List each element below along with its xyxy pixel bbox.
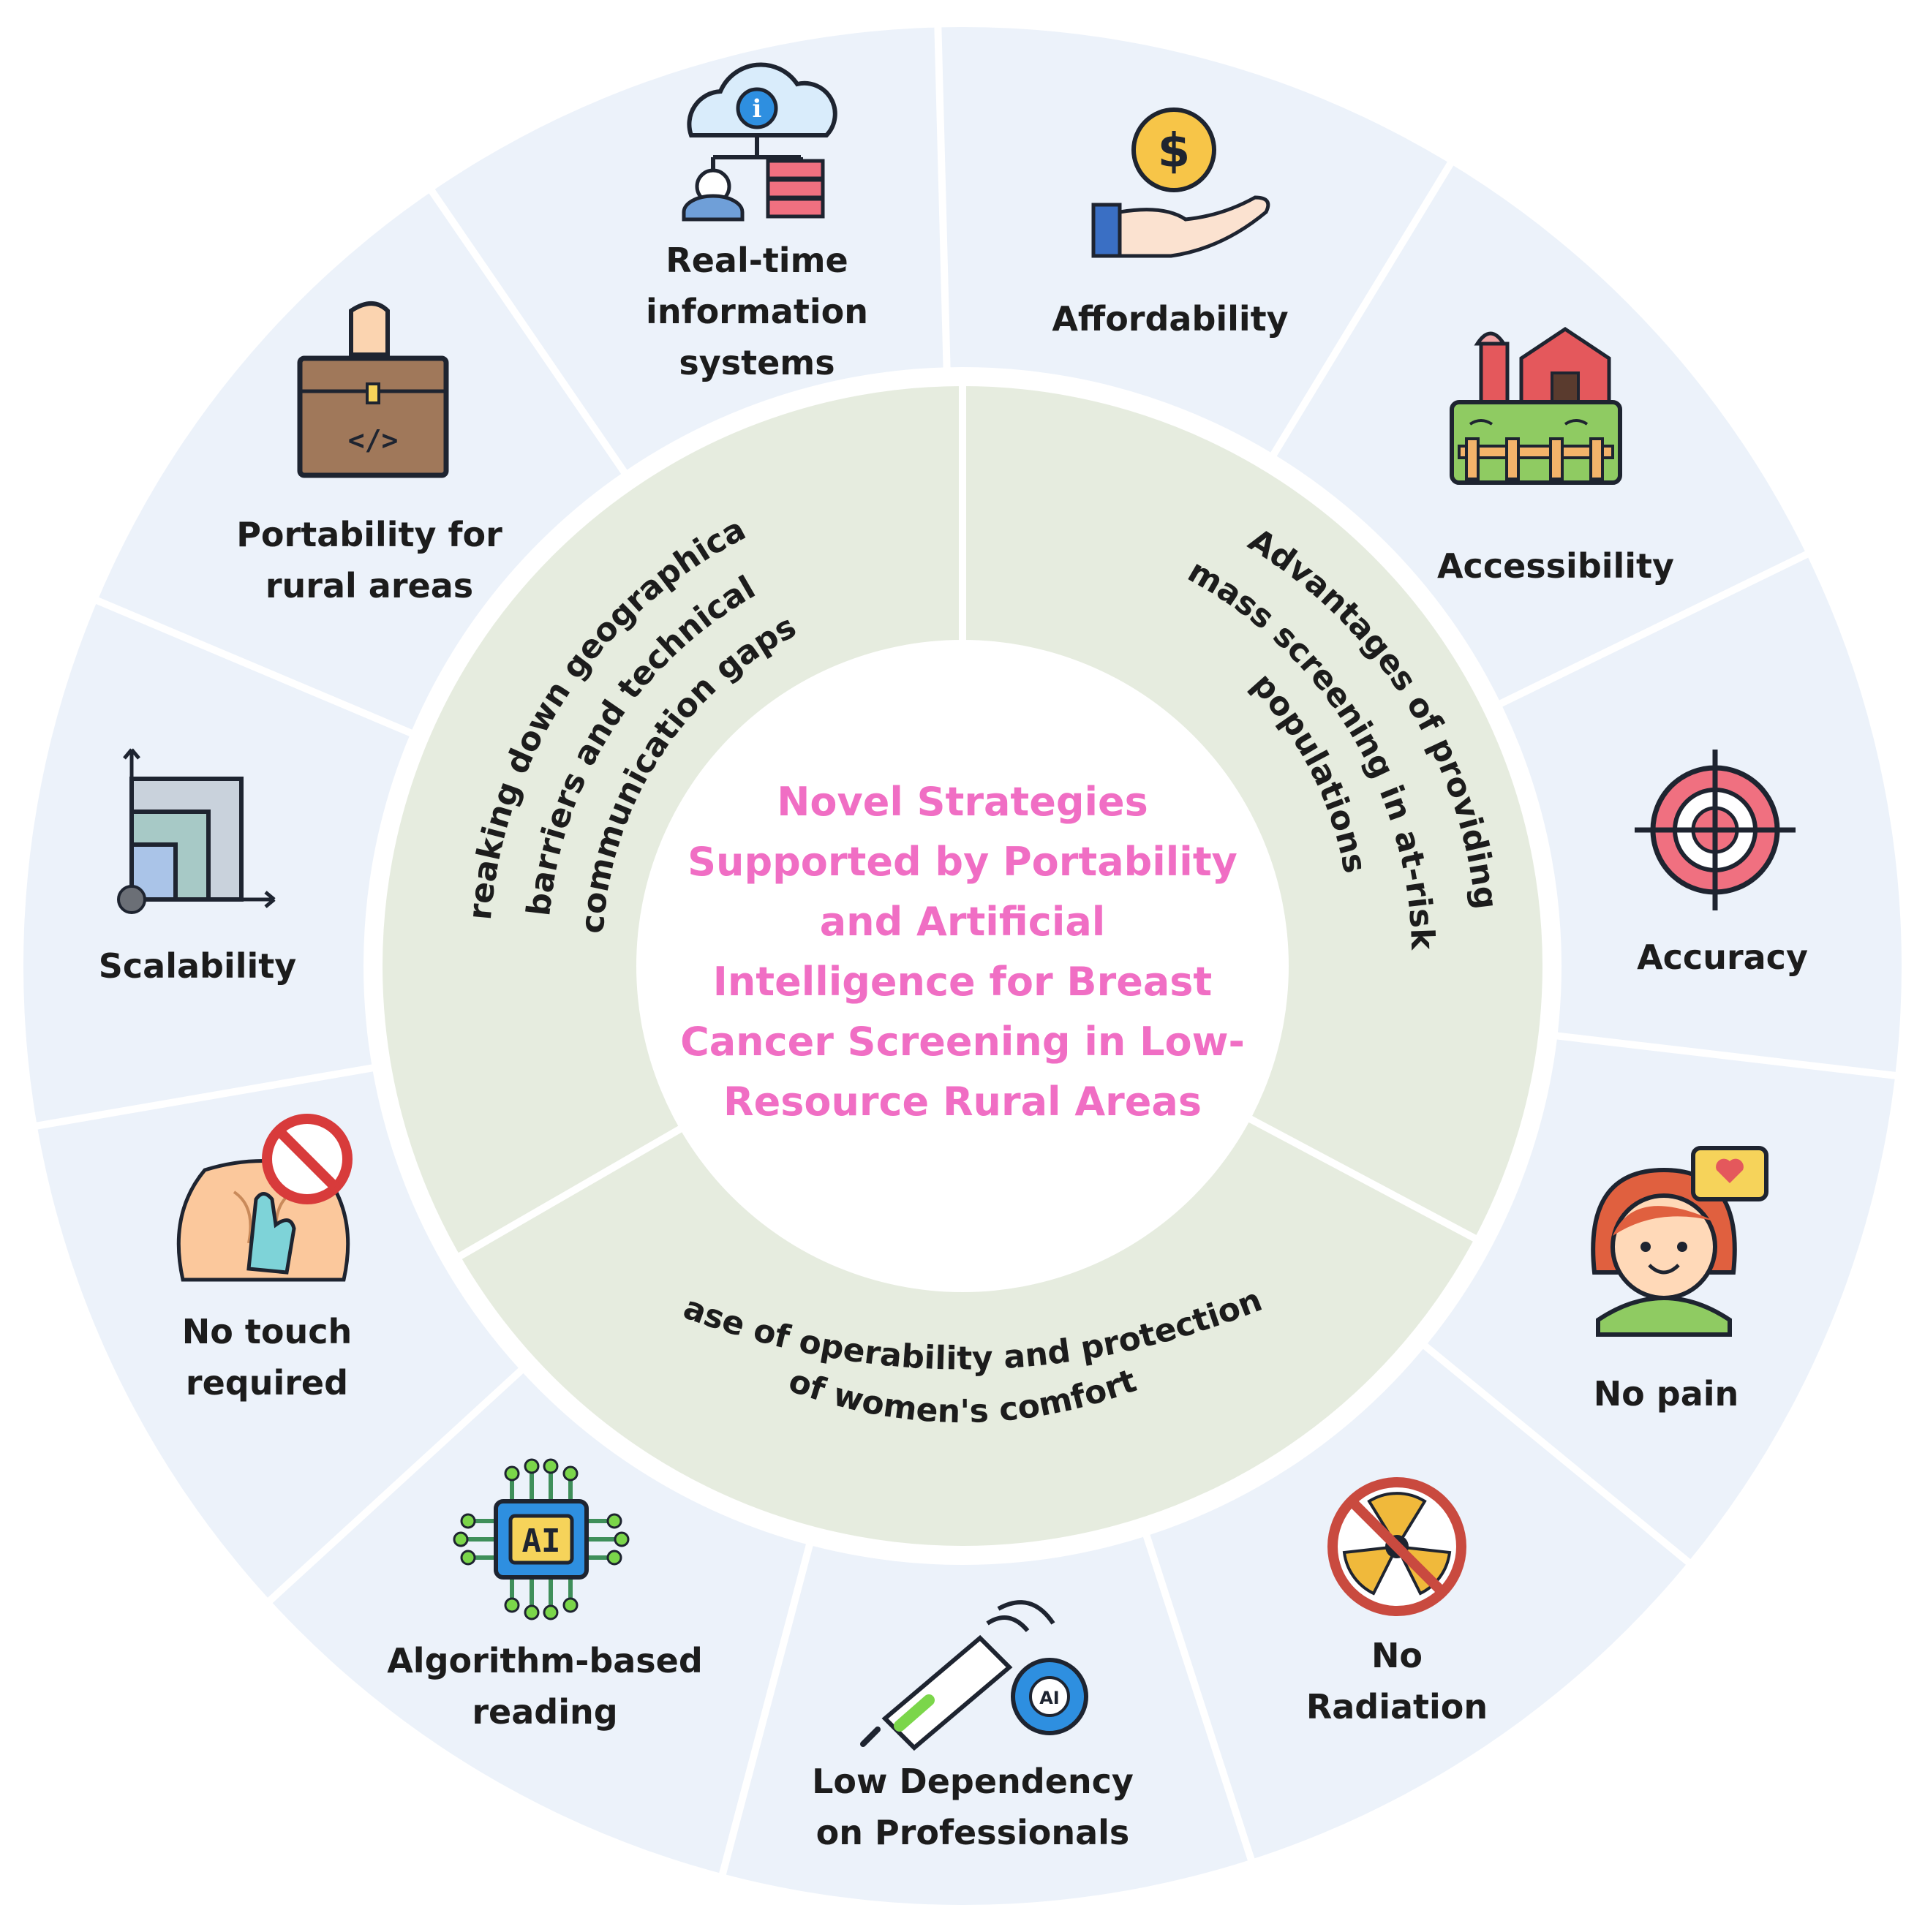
- outer-ring-separator: [716, 1523, 819, 1887]
- center-circle: [636, 640, 1289, 1292]
- feature-label: on Professionals: [816, 1813, 1130, 1852]
- feature-label: reading: [472, 1692, 617, 1732]
- feature-label: Portability for: [236, 515, 502, 554]
- feature-affordability: Affordability: [1052, 299, 1288, 339]
- feature-label: required: [186, 1363, 348, 1403]
- center-title-line: and Artificial: [820, 899, 1106, 945]
- outer-ring-separator: [259, 1354, 539, 1611]
- outer-ring-separator: [1259, 151, 1460, 475]
- outer-ring-separator: [1536, 1030, 1907, 1081]
- outer-ring-separator: [25, 1060, 394, 1132]
- svg-text:$: $: [1158, 124, 1191, 178]
- feature-no-pain: No pain: [1594, 1374, 1739, 1414]
- scalability-icon: [117, 748, 276, 914]
- briefcase-icon: </>: [297, 301, 449, 478]
- feature-label: Real-time: [666, 241, 848, 280]
- feature-label: Radiation: [1306, 1687, 1488, 1727]
- feature-accessibility: Accessibility: [1437, 546, 1674, 586]
- feature-no-radiation: No Radiation: [1306, 1636, 1488, 1727]
- feature-label: information: [646, 292, 868, 331]
- center-title-line: Cancer Screening in Low-: [680, 1019, 1245, 1065]
- center-title-line: Supported by Portability: [688, 839, 1238, 885]
- inner-ring-separator: [1245, 1114, 1481, 1244]
- inner-ring-separator: [453, 1123, 686, 1262]
- no-radiation-icon: [1327, 1477, 1466, 1616]
- outer-ring-separators: [25, 15, 1907, 1887]
- no-touch-icon: [176, 1114, 353, 1282]
- feature-no-touch-required: No touch required: [182, 1312, 352, 1403]
- center-title-line: Intelligence for Breast: [713, 959, 1213, 1005]
- inner-ring-separators: [453, 381, 1481, 1262]
- outer-ring-separator: [1480, 546, 1819, 717]
- outer-ring-separator: [933, 15, 952, 389]
- feature-label: Low Dependency: [812, 1762, 1134, 1801]
- target-icon: [1635, 750, 1796, 910]
- feature-label: Accessibility: [1437, 546, 1674, 586]
- center-title-line: Novel Strategies: [777, 779, 1148, 825]
- svg-text:i: i: [753, 94, 762, 124]
- ai-chip-icon: AI: [453, 1458, 630, 1620]
- feature-label: rural areas: [265, 566, 473, 605]
- svg-text:AI: AI: [1039, 1688, 1060, 1708]
- feature-label: systems: [679, 343, 835, 382]
- feature-portability-rural: Portability for rural areas: [236, 515, 502, 605]
- feature-algorithm-based-reading: Algorithm-based reading: [387, 1641, 703, 1732]
- outer-ring-separator: [422, 179, 639, 491]
- center-title-line: Resource Rural Areas: [723, 1079, 1202, 1125]
- coin-hand-icon: $: [1091, 107, 1270, 258]
- happy-girl-icon: [1591, 1146, 1768, 1337]
- feature-label: Affordability: [1052, 299, 1288, 339]
- outer-ring-separator: [1137, 1514, 1259, 1872]
- feature-label: No touch: [182, 1312, 352, 1351]
- center-title: Novel Strategies Supported by Portabilit…: [680, 779, 1245, 1125]
- cloud-network-icon: i: [682, 62, 837, 222]
- feature-label: Accuracy: [1637, 937, 1808, 977]
- feature-label: No: [1371, 1636, 1423, 1675]
- outer-ring-separator: [1406, 1329, 1700, 1573]
- feature-label: No pain: [1594, 1374, 1739, 1414]
- farm-icon: [1450, 326, 1622, 485]
- feature-scalability: Scalability: [99, 946, 296, 986]
- svg-text:</>: </>: [348, 424, 399, 456]
- feature-label: Scalability: [99, 946, 296, 986]
- feature-real-time-information: Real-time information systems: [646, 241, 868, 382]
- feature-accuracy: Accuracy: [1637, 937, 1808, 977]
- svg-text:AI: AI: [522, 1522, 561, 1560]
- outer-ring-separator: [85, 592, 432, 745]
- ultrasound-probe-icon: AI: [860, 1600, 1088, 1751]
- feature-label: Algorithm-based: [387, 1641, 703, 1680]
- feature-low-dependency: Low Dependency on Professionals: [812, 1762, 1134, 1852]
